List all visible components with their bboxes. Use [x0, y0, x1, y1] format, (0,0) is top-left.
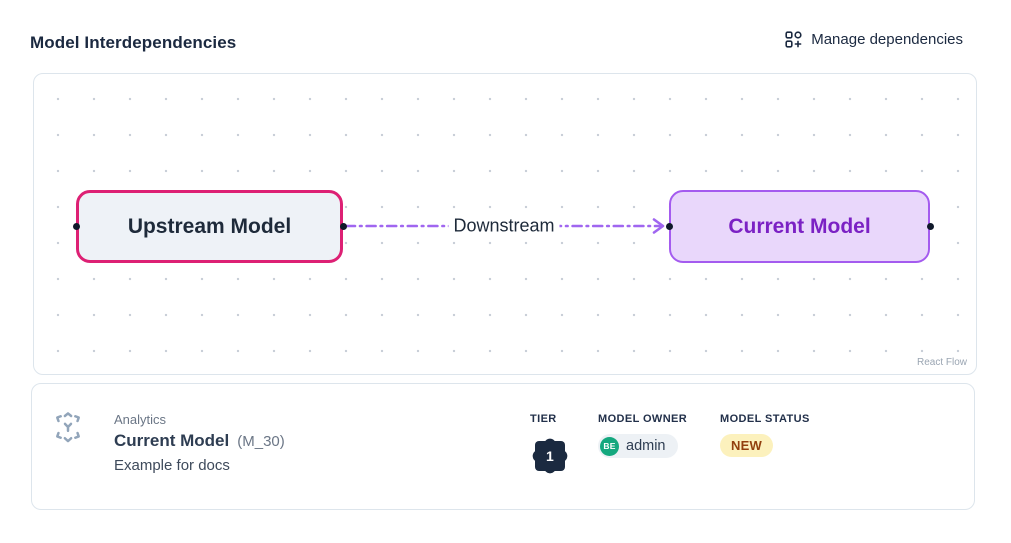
owner-badge[interactable]: BE admin — [598, 434, 678, 458]
model-name: Current Model — [114, 431, 230, 450]
edge-label: Downstream — [448, 213, 560, 239]
current-model-node[interactable]: Current Model — [669, 190, 930, 263]
model-domain: Analytics — [114, 412, 167, 427]
model-details-card: Analytics Current Model (M_30) Example f… — [31, 383, 975, 510]
upstream-model-node[interactable]: Upstream Model — [76, 190, 343, 263]
model-description: Example for docs — [114, 457, 230, 474]
owner-name: admin — [626, 438, 666, 454]
upstream-node-right-handle[interactable] — [339, 222, 347, 230]
current-node-left-handle[interactable] — [665, 222, 673, 230]
avatar: BE — [600, 436, 619, 456]
manage-dependencies-button[interactable]: Manage dependencies — [785, 31, 963, 48]
tier-badge: 1 — [530, 436, 570, 476]
manage-dependencies-label: Manage dependencies — [811, 31, 963, 48]
upstream-model-label: Upstream Model — [127, 214, 292, 238]
upstream-node-left-handle[interactable] — [72, 222, 80, 230]
model-icon — [52, 410, 84, 449]
edge-arrowhead-icon — [652, 218, 665, 234]
page-title: Model Interdependencies — [30, 33, 237, 52]
model-owner-label: MODEL OWNER — [598, 413, 688, 425]
tier-label: TIER — [530, 413, 557, 425]
dependency-graph-canvas[interactable]: Upstream Model Current Model Downstream … — [33, 73, 977, 375]
model-status-label: MODEL STATUS — [720, 413, 810, 425]
grid-plus-icon — [785, 31, 802, 48]
model-code: (M_30) — [237, 433, 285, 450]
tier-value: 1 — [546, 447, 554, 464]
react-flow-attribution[interactable]: React Flow — [910, 354, 973, 371]
status-badge: NEW — [720, 434, 773, 457]
current-model-label: Current Model — [728, 214, 871, 238]
current-node-right-handle[interactable] — [926, 222, 934, 230]
